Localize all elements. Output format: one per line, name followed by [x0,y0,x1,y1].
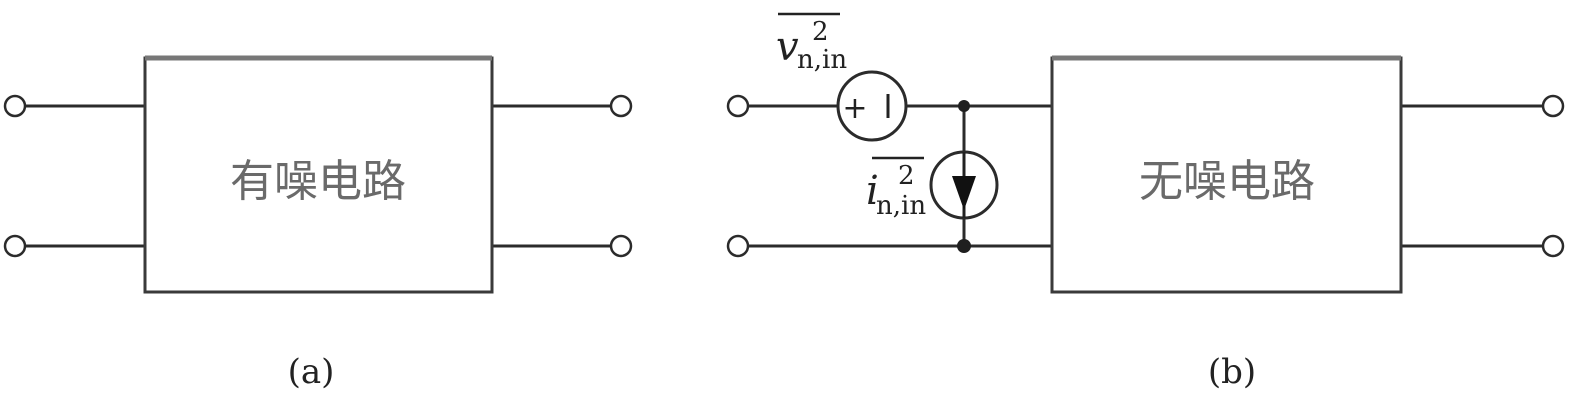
voltage-label-symbol: v [776,24,799,70]
panel-a: 有噪电路 (a) [3,55,633,392]
voltage-noise-label: v 2 n,in [776,12,847,75]
noiseless-circuit-label: 无噪电路 [1139,156,1315,207]
input-terminal-top-b [726,94,750,118]
noiseless-circuit-box [1050,56,1403,294]
noisy-circuit-box [143,56,494,294]
input-terminal-top-a [3,94,27,118]
current-direction-arrow-icon [952,176,976,210]
current-label-superscript: 2 [898,161,915,191]
panel-b: + v 2 n,in i 2 n,in 无噪电路 [726,12,1565,392]
noisy-circuit-label: 有噪电路 [230,156,406,207]
voltage-source-plus: + [842,91,867,126]
input-terminal-bottom-b [726,234,750,258]
current-label-subscript: n,in [876,191,926,221]
caption-a: (a) [288,352,335,392]
output-terminal-top-a [609,94,633,118]
junction-node-top [958,100,970,112]
input-terminal-bottom-a [3,234,27,258]
output-terminal-bottom-a [609,234,633,258]
voltage-label-superscript: 2 [812,17,829,47]
current-noise-label: i 2 n,in [866,156,926,221]
voltage-label-subscript: n,in [797,45,847,75]
caption-b: (b) [1208,352,1256,392]
output-terminal-bottom-b [1541,234,1565,258]
junction-node-bottom [957,239,971,253]
current-label-symbol: i [866,168,879,214]
noise-voltage-source [836,70,908,142]
output-terminal-top-b [1541,94,1565,118]
